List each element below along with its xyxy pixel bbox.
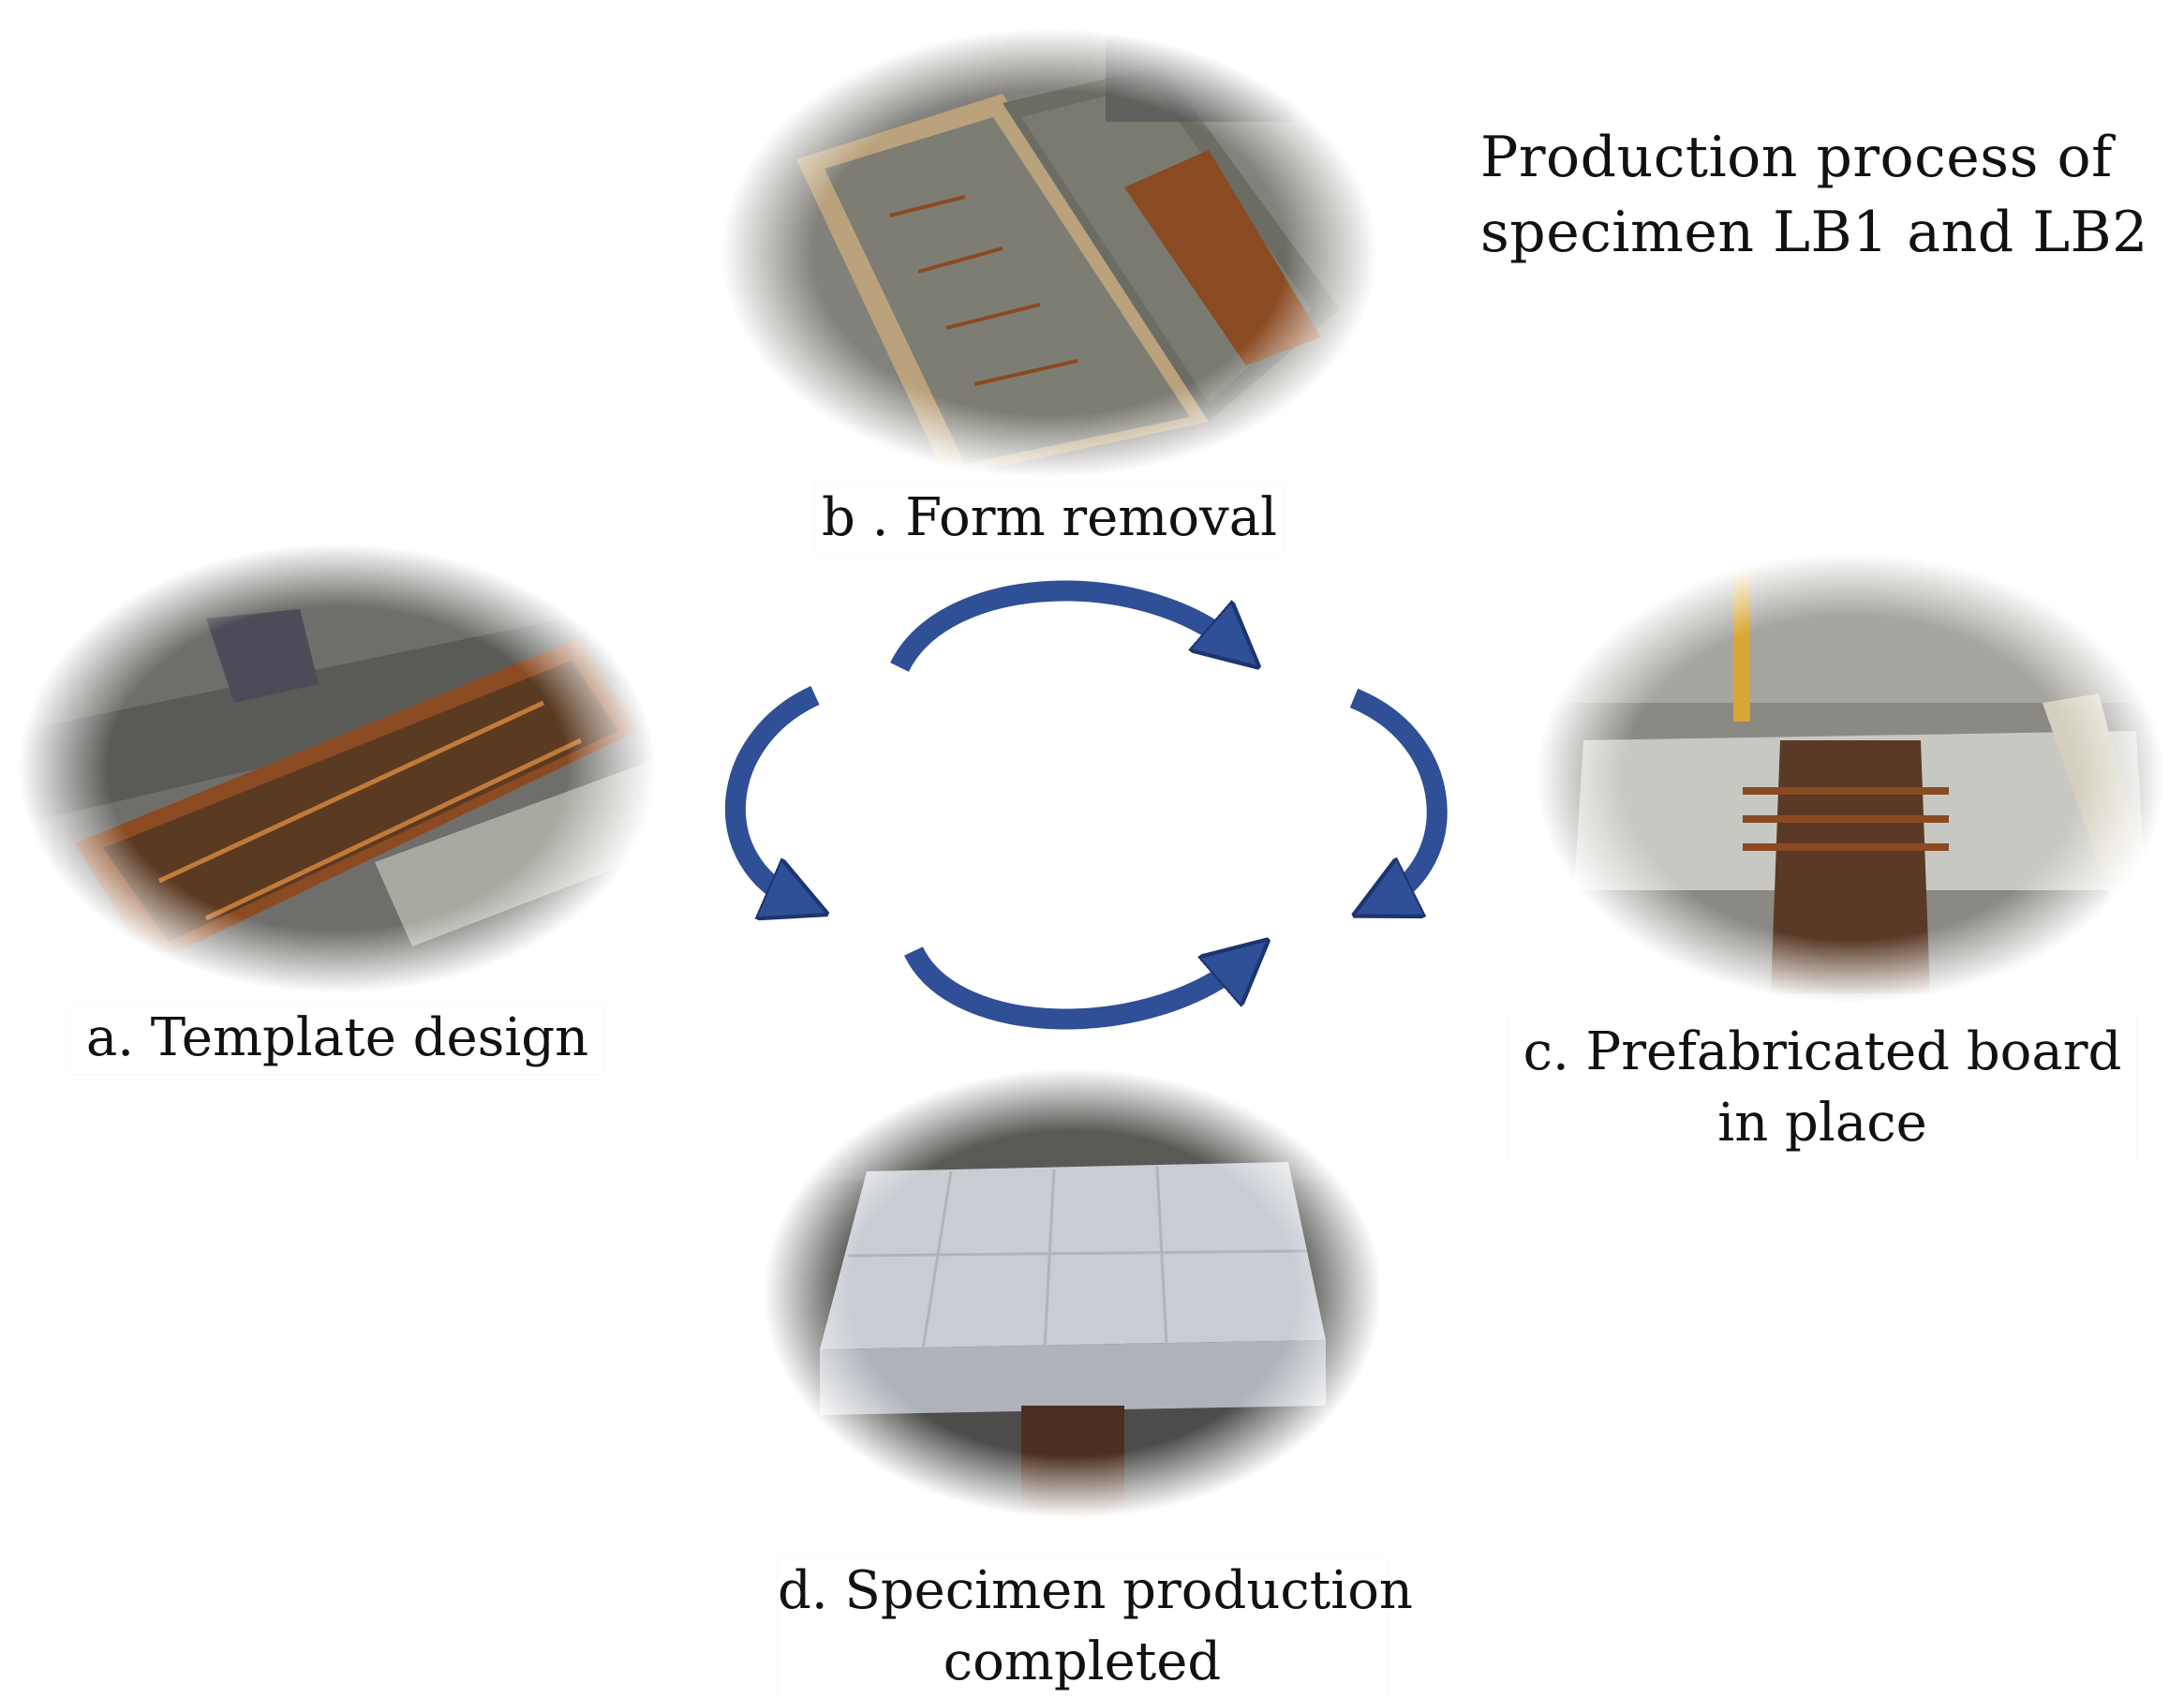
arrow-top bbox=[890, 580, 1235, 673]
caption-specimen-completed-line-1: d. Specimen production bbox=[778, 1560, 1413, 1621]
caption-template-design-line-1: a. Template design bbox=[85, 1007, 589, 1068]
caption-template-design: a. Template design bbox=[70, 1003, 604, 1074]
arrow-right bbox=[1354, 688, 1448, 901]
diagram-title-line-1: Production process of bbox=[1480, 125, 2113, 190]
caption-specimen-completed: d. Specimen production completed bbox=[778, 1556, 1413, 1698]
diagram-title: Production process of specimen LB1 and L… bbox=[1480, 120, 2148, 270]
arrow-bottom bbox=[904, 951, 1244, 1030]
caption-specimen-completed-line-2: completed bbox=[943, 1631, 1222, 1692]
diagram-title-line-2: specimen LB1 and LB2 bbox=[1480, 200, 2148, 265]
caption-prefabricated-board-line-2: in place bbox=[1717, 1093, 1927, 1154]
caption-prefabricated-board: c. Prefabricated board in place bbox=[1508, 1017, 2136, 1159]
photo-prefabricated-board bbox=[1537, 553, 2164, 1003]
arrow-left bbox=[724, 686, 815, 901]
caption-prefabricated-board-line-1: c. Prefabricated board bbox=[1523, 1021, 2122, 1082]
photo-specimen-completed bbox=[764, 1068, 1382, 1518]
caption-form-removal: b . Form removal bbox=[815, 483, 1284, 554]
caption-form-removal-line-1: b . Form removal bbox=[821, 487, 1278, 548]
photo-template-design bbox=[19, 544, 656, 993]
photo-form-removal bbox=[721, 28, 1377, 478]
